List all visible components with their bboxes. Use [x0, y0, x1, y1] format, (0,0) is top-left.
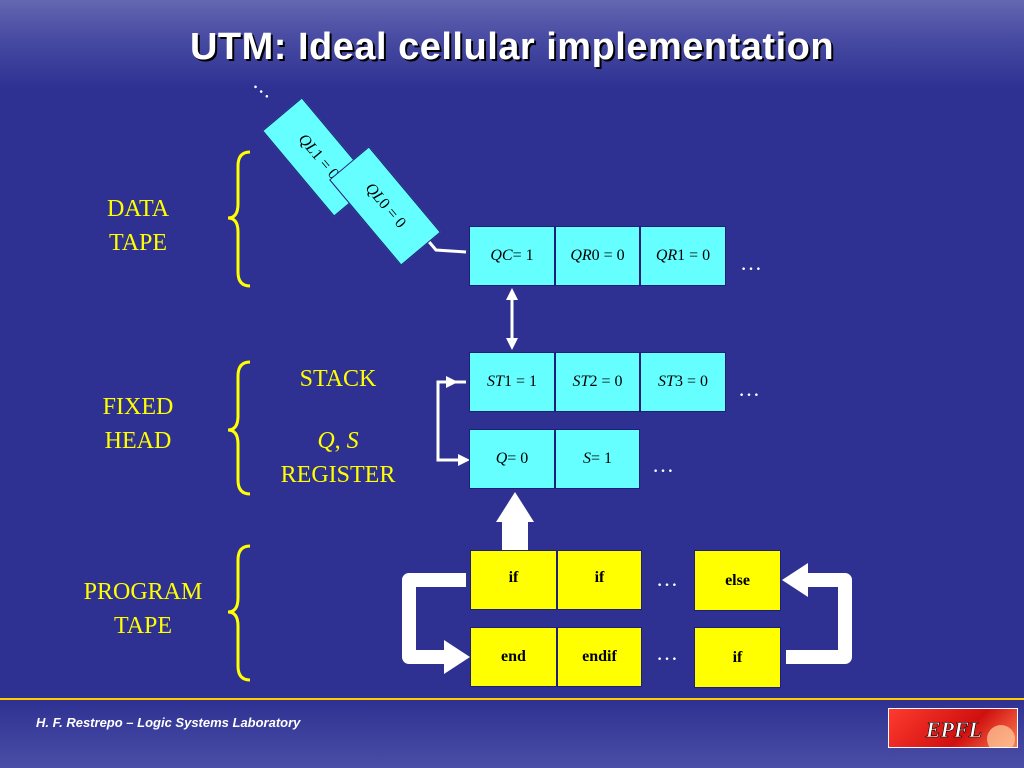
qs-label-q: Q [317, 428, 335, 454]
program-tape-label: PROGRAM TAPE [58, 575, 228, 643]
program-tape-label-line1: PROGRAM [83, 579, 203, 605]
program-right-loop [786, 573, 852, 664]
program-to-register-arrowhead [496, 492, 534, 522]
register-label: REGISTER [280, 462, 396, 488]
data-tape-ellipsis: … [740, 250, 762, 275]
stack-register-loop [436, 380, 466, 462]
qr1-cell-var: QR [655, 247, 678, 264]
qc-st-arrowhead-bottom [506, 338, 518, 350]
qs-label-s: S [346, 428, 359, 454]
program-bottom-ellipsis: … [656, 640, 678, 665]
program-cell-end: end [470, 627, 557, 687]
qc-st-arrowhead-top [506, 288, 518, 300]
fixed-head-label: FIXED HEAD [78, 390, 198, 458]
epfl-logo-graphic: EPFL [925, 717, 1015, 747]
s-register-value: = 1 [590, 450, 613, 467]
st1-cell-var: ST [487, 373, 504, 390]
st2-cell-value: 2 = 0 [589, 373, 623, 390]
qs-label-comma: , [334, 428, 347, 454]
st2-cell-var: ST [572, 373, 590, 390]
data-tape-brace [227, 150, 251, 288]
qc-cell-var: QC [490, 247, 513, 264]
st3-cell-var: ST [658, 373, 675, 390]
fixed-head-label-line1: FIXED [102, 394, 174, 420]
qr0-cell-value: 0 = 0 [591, 247, 625, 264]
program-left-loop-arrowhead [444, 640, 470, 674]
program-to-register-shaft [502, 518, 528, 552]
data-tape-label-line1: DATA [106, 196, 170, 222]
data-tape-label-line2: TAPE [108, 230, 168, 256]
qc-cell-value: = 1 [512, 247, 534, 264]
q-register-cell: Q = 0 [469, 429, 555, 489]
slide-title: UTM: Ideal cellular implementation [189, 26, 835, 68]
program-left-loop [402, 573, 466, 664]
ql0-cell-value: 0 = 0 [374, 195, 410, 232]
epfl-logo: EPFL [888, 708, 1018, 748]
program-tape-label-line2: TAPE [113, 613, 173, 639]
s-register-cell: S = 1 [555, 429, 640, 489]
program-top-ellipsis: … [656, 566, 678, 591]
stack-ellipsis: … [738, 376, 760, 401]
stack-register-arrowhead-bottom [458, 454, 470, 466]
qs-label: Q, S [258, 424, 418, 458]
footer-divider [0, 698, 1024, 700]
qr0-cell-var: QR [570, 247, 592, 264]
program-cell-else: else [694, 550, 781, 611]
register-ellipsis: … [652, 452, 674, 477]
stack-label: STACK [299, 366, 377, 392]
qc-cell: QC = 1 [469, 226, 555, 286]
st1-cell-value: 1 = 1 [503, 373, 537, 390]
program-cell-if-1: if [470, 550, 557, 610]
title-band [0, 0, 1024, 88]
stack-register-arrowhead-top [446, 376, 458, 388]
footer-band [0, 700, 1024, 768]
program-cell-if-2: if [557, 550, 642, 610]
epfl-logo-text: EPFL [925, 717, 982, 742]
footer-credit: H. F. Restrepo – Logic Systems Laborator… [36, 715, 301, 730]
st3-cell-value: 3 = 0 [674, 373, 708, 390]
qr1-cell-value: 1 = 0 [677, 247, 711, 264]
program-tape-brace [227, 544, 251, 682]
program-right-loop-arrowhead [782, 563, 808, 597]
q-register-value: = 0 [507, 450, 529, 467]
program-cell-endif: endif [557, 627, 642, 687]
fixed-head-label-line2: HEAD [104, 428, 172, 454]
program-cell-if-3: if [694, 627, 781, 688]
q-register-var: Q [495, 450, 508, 467]
fixed-head-brace [227, 360, 251, 496]
data-tape-label: DATA TAPE [78, 192, 198, 260]
s-register-var: S [582, 450, 591, 467]
